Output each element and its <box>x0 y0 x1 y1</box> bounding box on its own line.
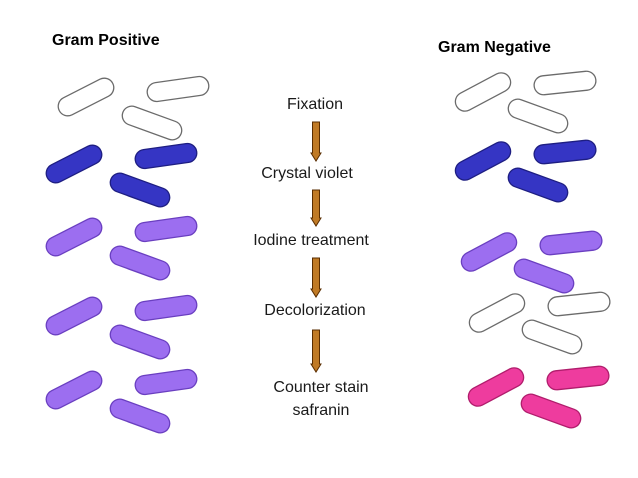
down-arrow-icon <box>310 189 322 227</box>
gram-positive-bacterium <box>57 77 115 117</box>
gram-positive-bacterium <box>109 398 171 434</box>
gram-positive-bacterium <box>109 245 171 281</box>
gram-positive-bacterium <box>109 172 171 208</box>
down-arrow-icon <box>310 121 322 162</box>
gram-positive-bacterium <box>121 105 183 141</box>
gram-positive-cell-group <box>45 142 198 208</box>
gram-negative-bacterium <box>454 141 512 181</box>
gram-positive-bacterium <box>45 217 103 257</box>
gram-negative-bacterium <box>547 291 611 317</box>
gram-negative-cell-group <box>467 365 610 429</box>
gram-negative-cell-group <box>454 139 597 203</box>
gram-positive-column <box>45 75 210 434</box>
down-arrow-icon <box>310 257 322 298</box>
gram-negative-cell-group <box>460 230 603 294</box>
gram-positive-cell-group <box>45 215 198 281</box>
gram-positive-cell-group <box>57 75 210 141</box>
step-arrows <box>310 121 322 373</box>
gram-negative-bacterium <box>546 365 610 391</box>
step-label-crystal-violet: Crystal violet <box>261 165 353 182</box>
gram-negative-bacterium <box>507 167 569 203</box>
gram-negative-bacterium <box>521 319 583 355</box>
gram-positive-bacterium <box>109 324 171 360</box>
gram-positive-bacterium <box>134 294 198 322</box>
staining-steps: Fixation Crystal violet Iodine treatment… <box>253 96 369 419</box>
step-label-counter-stain: Counter stain <box>273 379 368 396</box>
gram-negative-bacterium <box>520 393 582 429</box>
gram-negative-bacterium <box>454 72 512 112</box>
gram-negative-bacterium <box>467 367 525 407</box>
gram-positive-cell-group <box>45 294 198 360</box>
gram-negative-cell-group <box>468 291 611 355</box>
gram-negative-bacterium <box>507 98 569 134</box>
gram-negative-bacterium <box>460 232 518 272</box>
gram-positive-bacterium <box>45 370 103 410</box>
gram-negative-bacterium <box>539 230 603 256</box>
down-arrow-icon <box>310 329 322 373</box>
gram-positive-bacterium <box>134 368 198 396</box>
gram-positive-bacterium <box>45 296 103 336</box>
gram-positive-heading: Gram Positive <box>52 32 160 49</box>
gram-negative-cell-group <box>454 70 597 134</box>
gram-positive-bacterium <box>146 75 210 103</box>
step-label-fixation: Fixation <box>287 96 343 113</box>
gram-negative-bacterium <box>533 70 597 96</box>
gram-positive-cell-group <box>45 368 198 434</box>
gram-negative-bacterium <box>533 139 597 165</box>
gram-positive-bacterium <box>134 215 198 243</box>
gram-negative-bacterium <box>468 293 526 333</box>
step-label-iodine-treatment: Iodine treatment <box>253 232 369 249</box>
step-label-decolorization: Decolorization <box>264 302 365 319</box>
gram-negative-heading: Gram Negative <box>438 39 551 56</box>
gram-negative-bacterium <box>513 258 575 294</box>
step-label-safranin: safranin <box>293 402 350 419</box>
gram-positive-bacterium <box>45 144 103 184</box>
gram-negative-column <box>454 70 611 429</box>
gram-positive-bacterium <box>134 142 198 170</box>
